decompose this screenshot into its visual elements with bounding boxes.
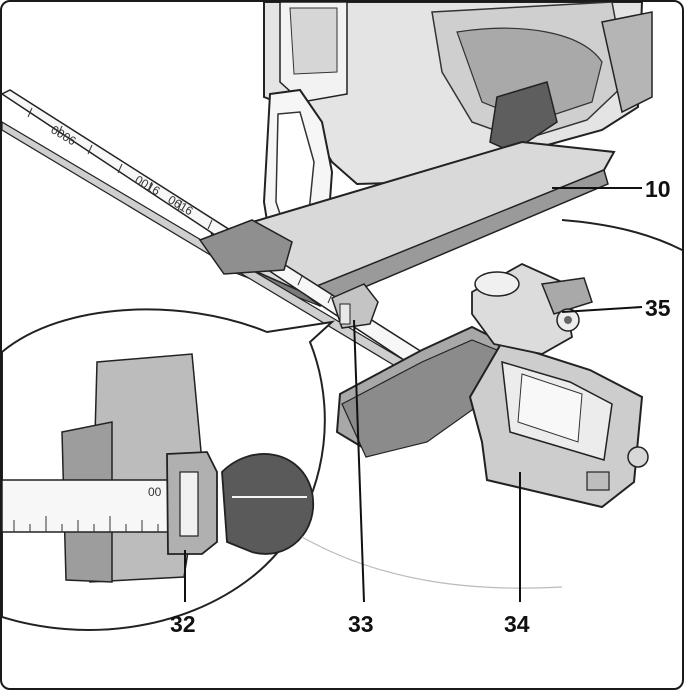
circle-cutter-guide (335, 325, 649, 509)
scale-marker (331, 283, 379, 329)
callout-32: 32 (170, 611, 196, 637)
callout-34: 34 (504, 611, 530, 637)
callout-10: 10 (645, 176, 671, 202)
scale-label: 0006 (48, 123, 78, 149)
detail-scale-tape (2, 479, 193, 533)
detail-scale-label: 00 (148, 485, 162, 499)
detail-knob (221, 453, 315, 555)
cutting-radius-arc (301, 536, 563, 589)
callout-35: 35 (645, 295, 671, 321)
scale-bracket (198, 219, 293, 275)
detail-magnifier: 00 (2, 308, 336, 631)
callout-33: 33 (348, 611, 374, 637)
power-cord (561, 219, 682, 252)
jigsaw-body (263, 2, 653, 186)
centering-pin (471, 262, 593, 355)
leader-lines (184, 187, 643, 603)
